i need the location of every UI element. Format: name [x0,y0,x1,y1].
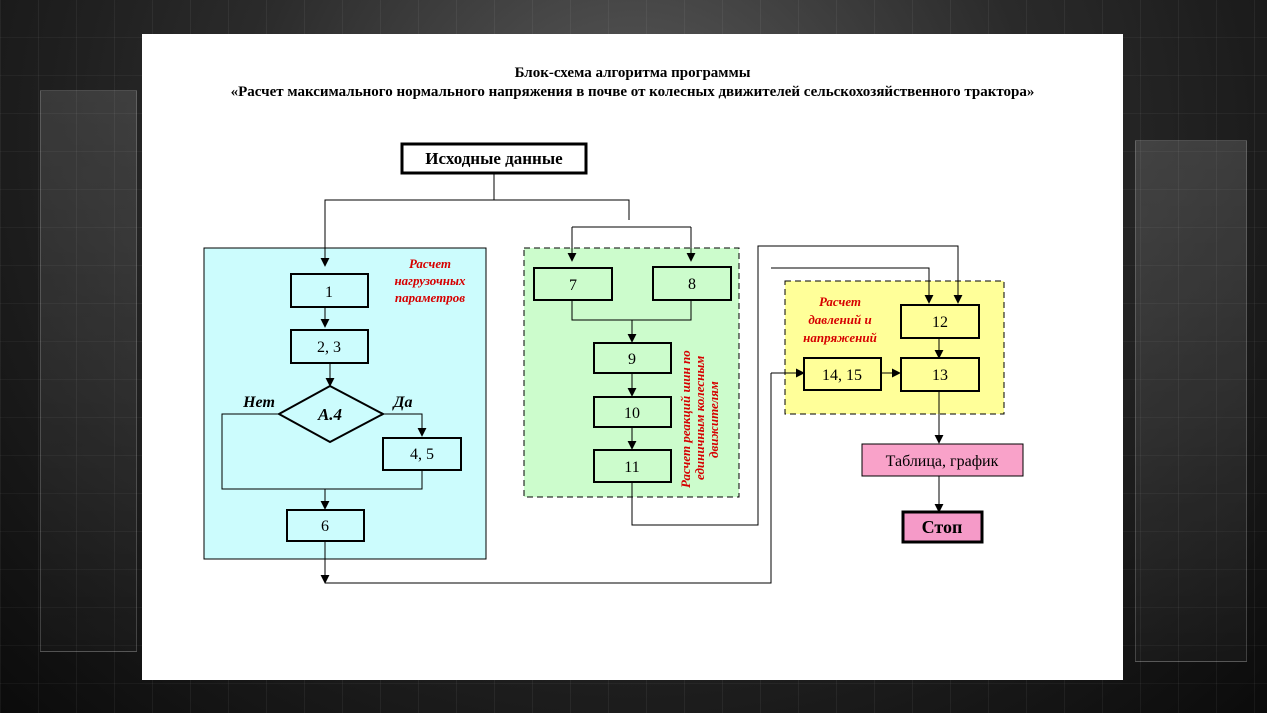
decision-yes-label: Да [392,394,413,411]
block-7-label: 7 [569,277,577,294]
block-4-5 [382,437,462,471]
block-11 [593,449,672,483]
block-13-label: 13 [932,367,948,384]
block-12 [900,304,980,339]
pressure-caption-3: напряжений [803,330,877,345]
block-14-15-label: 14, 15 [822,367,862,384]
pressure-group [784,280,1005,415]
block-9-label: 9 [628,351,636,368]
block-14-15 [803,357,882,391]
slide-title: Блок-схема алгоритма программы «Расчет м… [142,64,1123,102]
background-panel-right [1135,140,1247,662]
block-10 [593,396,672,428]
stop-block [901,510,984,544]
decision-a4 [276,384,386,444]
start-block [400,142,588,175]
connectors [221,173,963,584]
block-2-3 [290,329,369,364]
block-9 [593,342,672,374]
load-group-caption-2: нагрузочных [394,273,466,288]
pressure-caption-1: Расчет [819,294,861,309]
block-7 [533,267,613,301]
block-13 [900,357,980,392]
block-11-label: 11 [624,459,639,476]
output-label: Таблица, график [886,453,999,470]
block-6 [286,509,365,542]
title-line-1: Блок-схема алгоритма программы [514,65,751,81]
slide: Блок-схема алгоритма программы «Расчет м… [142,34,1123,680]
block-2-3-label: 2, 3 [317,339,341,356]
decision-no-label: Нет [242,394,275,411]
block-10-label: 10 [624,405,640,422]
pressure-caption-2: давлений и [808,312,871,327]
background-panel-left [40,90,137,652]
stop-label: Стоп [922,517,963,537]
reactions-caption-3: движителям [706,381,721,458]
load-group-caption-1: Расчет [409,256,451,271]
start-label: Исходные данные [425,149,563,168]
block-1 [290,273,369,308]
block-4-5-label: 4, 5 [410,446,434,463]
load-group-caption-3: параметров [395,290,465,305]
block-8 [652,266,732,301]
reactions-caption-1: Расчет реакций шин по [678,350,693,488]
output-block [861,443,1024,477]
block-6-label: 6 [321,518,329,535]
decision-a4-label: A.4 [317,405,342,424]
reactions-caption-2: единичным колесным [692,356,707,480]
title-line-2: «Расчет максимального нормального напряж… [230,84,1035,100]
block-1-label: 1 [325,284,333,301]
block-12-label: 12 [932,314,948,331]
flowchart: Исходные данные 1 2, 3 A.4 Нет Да 4, 5 6… [203,142,1024,584]
block-8-label: 8 [688,276,696,293]
